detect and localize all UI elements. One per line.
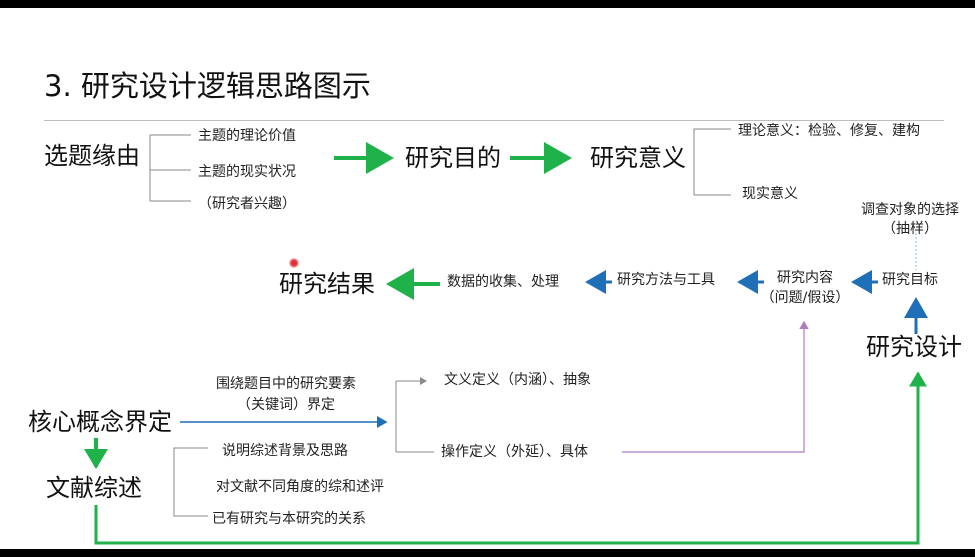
topic-origin-item-theory: 主题的理论价值 bbox=[198, 128, 296, 144]
survey-object-line2: （抽样） bbox=[882, 221, 938, 237]
research-results-label: 研究结果 bbox=[279, 270, 375, 298]
research-content-line1: 研究内容 bbox=[777, 270, 833, 286]
research-design-label: 研究设计 bbox=[866, 333, 962, 361]
bracket-literature bbox=[173, 447, 208, 517]
arrow-review-to-design bbox=[94, 371, 927, 545]
review-item-critique: 对文献不同角度的综和述评 bbox=[216, 479, 384, 495]
core-concept-arrow-line1: 围绕题目中的研究要素 bbox=[216, 376, 356, 392]
literature-review-label: 文献综述 bbox=[46, 474, 142, 502]
methods-tools-label: 研究方法与工具 bbox=[617, 272, 715, 288]
significance-item-theory: 理论意义：检验、修复、建构 bbox=[738, 123, 920, 139]
laser-pointer-dot bbox=[289, 258, 299, 268]
review-item-relation: 已有研究与本研究的关系 bbox=[212, 511, 366, 527]
bracket-definitions bbox=[395, 381, 434, 453]
slide: 3. 研究设计逻辑思路图示 bbox=[0, 8, 975, 549]
operational-definition-label: 操作定义（外延）、具体 bbox=[441, 444, 588, 460]
data-collection-label: 数据的收集、处理 bbox=[447, 274, 559, 290]
core-concept-label: 核心概念界定 bbox=[28, 408, 172, 436]
diagram-connectors bbox=[84, 128, 928, 545]
topic-origin-label: 选题缘由 bbox=[44, 142, 140, 170]
topic-origin-item-reality: 主题的现实状况 bbox=[198, 164, 296, 180]
research-goal-label: 研究目标 bbox=[882, 272, 938, 288]
link-operational-to-content bbox=[622, 320, 809, 453]
bracket-significance bbox=[693, 128, 731, 196]
page-title: 3. 研究设计逻辑思路图示 bbox=[44, 69, 371, 103]
topic-origin-item-interest: （研究者兴趣） bbox=[198, 196, 296, 212]
research-content-line2: （问题/假设） bbox=[760, 290, 850, 306]
bracket-topic-origin bbox=[149, 134, 191, 202]
core-concept-arrow-line2: （关键词）界定 bbox=[237, 397, 335, 413]
review-item-background: 说明综述背景及思路 bbox=[222, 443, 348, 459]
literal-definition-label: 文义定义（内涵）、抽象 bbox=[444, 372, 591, 388]
research-significance-label: 研究意义 bbox=[590, 144, 686, 172]
significance-item-practice: 现实意义 bbox=[742, 186, 798, 202]
research-purpose-label: 研究目的 bbox=[405, 144, 501, 172]
survey-object-line1: 调查对象的选择 bbox=[861, 202, 959, 218]
title-divider bbox=[44, 120, 944, 121]
